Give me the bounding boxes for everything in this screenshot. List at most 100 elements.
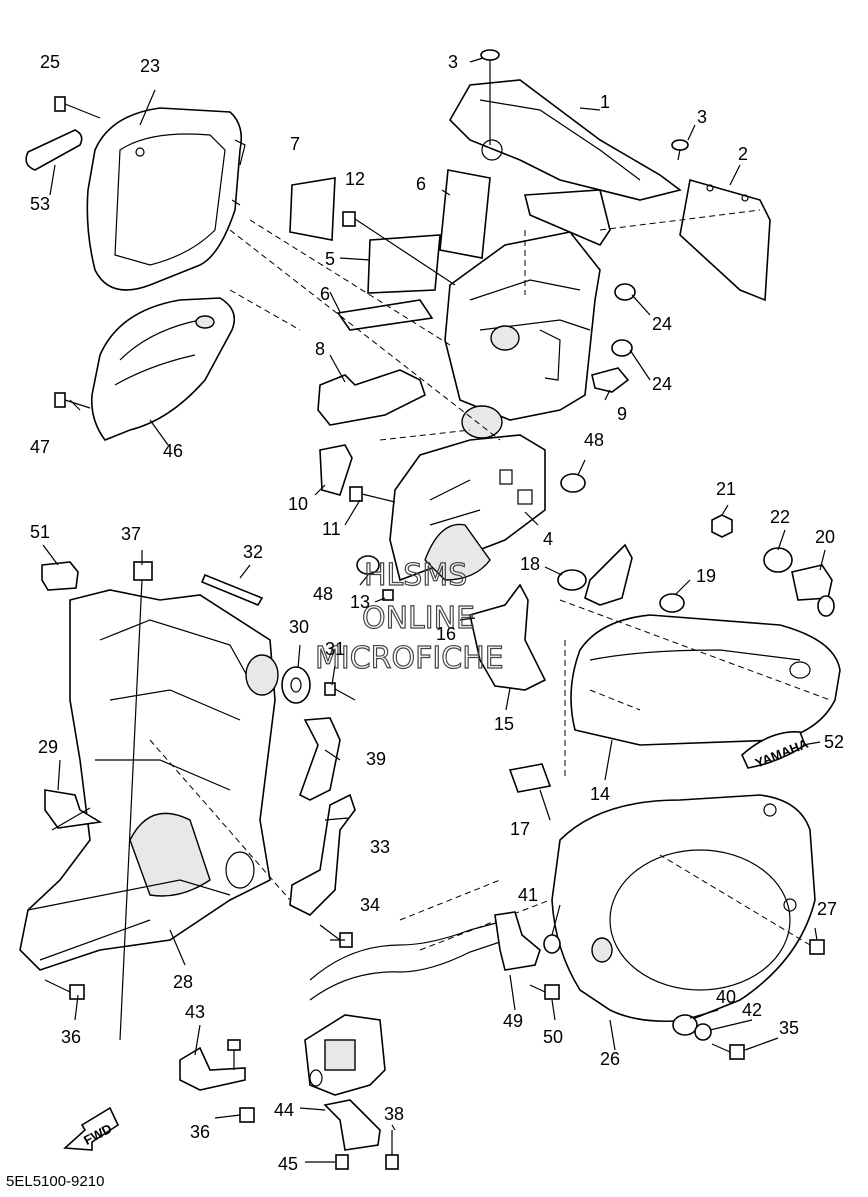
watermark-line-1: HLSMS <box>364 558 467 593</box>
bolt-36-left <box>44 979 85 1000</box>
bracket-44 <box>323 1099 381 1151</box>
collar-42 <box>694 1023 712 1041</box>
pad-17 <box>508 763 552 793</box>
callout-36-bottom: 36 <box>190 1122 210 1142</box>
callout-14: 14 <box>590 784 610 804</box>
bracket-4 <box>389 434 546 582</box>
nut-13 <box>382 589 394 601</box>
bolt-34 <box>319 924 353 948</box>
frame-28 <box>19 589 279 971</box>
cover-46 <box>90 297 236 441</box>
callout-36-left: 36 <box>61 1027 81 1047</box>
callout-5: 5 <box>325 249 335 269</box>
callout-29: 29 <box>38 737 58 757</box>
plate-2 <box>679 178 771 302</box>
exhaust-pipe <box>309 879 551 1001</box>
lock-22 <box>763 547 793 573</box>
clip-37 <box>119 561 153 1041</box>
callout-18: 18 <box>520 554 540 574</box>
bolt-27 <box>659 854 825 955</box>
callout-40: 40 <box>716 987 736 1007</box>
pad-6-upper <box>439 169 491 259</box>
callout-6-upper: 6 <box>416 174 426 194</box>
watermark: HLSMS ONLINE MICROFICHE <box>314 557 504 676</box>
bracket-18 <box>584 543 633 606</box>
bolt-11 <box>349 486 396 503</box>
washer-30 <box>281 666 311 704</box>
callout-12: 12 <box>345 169 365 189</box>
callout-8: 8 <box>315 339 325 359</box>
callout-22: 22 <box>770 507 790 527</box>
screw-43 <box>227 1039 241 1070</box>
bolt-45 <box>335 1154 349 1170</box>
callout-15: 15 <box>494 714 514 734</box>
callout-33: 33 <box>370 837 390 857</box>
pad-5 <box>367 234 441 294</box>
strip-32 <box>200 573 264 607</box>
diagram-code: 5EL5100-9210 <box>6 1173 104 1190</box>
callout-53: 53 <box>30 194 50 214</box>
screw-31 <box>324 682 356 701</box>
bolt-47 <box>54 392 91 409</box>
callout-labels: 1 2 3 3 4 5 6 6 7 8 9 10 11 12 13 14 15 … <box>30 52 844 1174</box>
leader-lines <box>42 57 831 1163</box>
bracket-33 <box>289 793 356 916</box>
callout-20: 20 <box>815 527 835 547</box>
callout-47: 47 <box>30 437 50 457</box>
callout-27: 27 <box>817 899 837 919</box>
block-51 <box>41 561 79 591</box>
callout-44: 44 <box>274 1100 294 1120</box>
washer-21 <box>711 514 733 538</box>
sensor-29 <box>44 789 103 831</box>
callout-2: 2 <box>738 144 748 164</box>
valve-assembly <box>304 1014 386 1096</box>
bolt-38 <box>385 1130 399 1170</box>
grommet-24-lower <box>611 339 633 357</box>
lock-20 <box>791 564 835 617</box>
callout-9: 9 <box>617 404 627 424</box>
grommet-48-left <box>356 555 380 575</box>
callout-52: 52 <box>824 732 844 752</box>
bolt-50 <box>529 984 560 1000</box>
side-cover-23 <box>86 107 246 291</box>
callout-45: 45 <box>278 1154 298 1174</box>
callout-35: 35 <box>779 1018 799 1038</box>
grommet-19 <box>659 593 685 613</box>
callout-34: 34 <box>360 895 380 915</box>
callout-46: 46 <box>163 441 183 461</box>
callout-16: 16 <box>436 624 456 644</box>
callout-49: 49 <box>503 1011 523 1031</box>
clip-3-top <box>480 49 500 145</box>
callout-1: 1 <box>600 92 610 112</box>
bolt-12 <box>342 211 456 286</box>
callout-24-lower: 24 <box>652 374 672 394</box>
callout-28: 28 <box>173 972 193 992</box>
pad-10 <box>319 444 353 496</box>
callout-26: 26 <box>600 1049 620 1069</box>
callout-25: 25 <box>40 52 60 72</box>
callout-51: 51 <box>30 522 50 542</box>
callout-17: 17 <box>510 819 530 839</box>
fwd-arrow: FWD <box>63 1106 120 1151</box>
callout-24-upper: 24 <box>652 314 672 334</box>
callout-37: 37 <box>121 524 141 544</box>
callout-41: 41 <box>518 885 538 905</box>
callout-13: 13 <box>350 592 370 612</box>
callout-21: 21 <box>716 479 736 499</box>
bracket-49 <box>494 911 541 971</box>
grip-53 <box>25 129 83 171</box>
bracket-8 <box>317 369 426 426</box>
callout-6-lower: 6 <box>320 284 330 304</box>
callout-48-right: 48 <box>584 430 604 450</box>
watermark-line-2: ONLINE <box>362 601 475 636</box>
callout-11: 11 <box>322 519 341 539</box>
bracket-15 <box>469 583 547 691</box>
callout-39: 39 <box>366 749 386 769</box>
callout-43: 43 <box>185 1002 205 1022</box>
collar-41 <box>543 934 561 954</box>
battery-bracket <box>444 231 601 439</box>
callout-42: 42 <box>742 1000 762 1020</box>
callout-32: 32 <box>243 542 263 562</box>
callout-10: 10 <box>288 494 308 514</box>
callout-48-left: 48 <box>313 584 333 604</box>
